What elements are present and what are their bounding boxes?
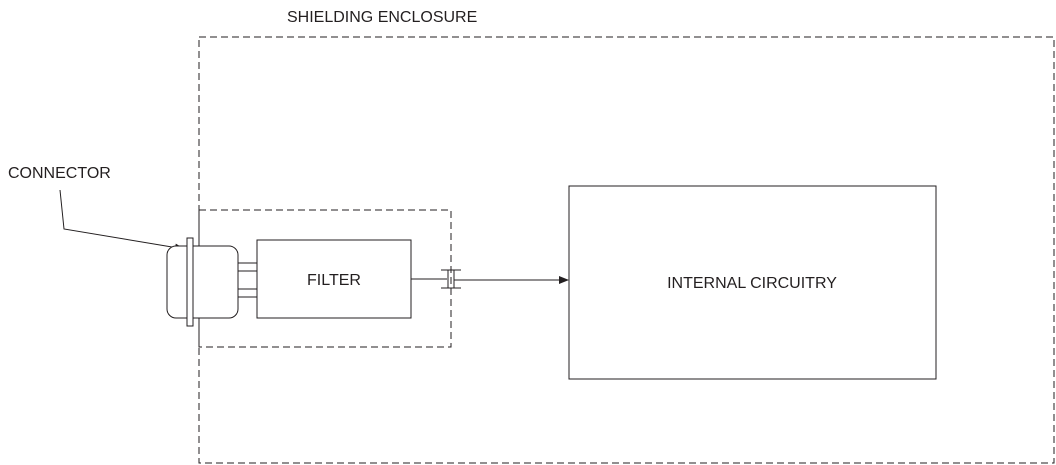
feedthrough-capacitor [441, 269, 461, 289]
connector-body [166, 245, 239, 319]
connector-pins [238, 262, 257, 298]
filter-label: FILTER [307, 272, 361, 289]
filter-box [256, 239, 412, 319]
connector-label: CONNECTOR [8, 165, 111, 182]
connector-flange [186, 237, 194, 327]
internal-circuitry-box [568, 185, 937, 380]
internal-circuitry-label: INTERNAL CIRCUITRY [667, 275, 837, 292]
connector-leader-arrow [59, 189, 185, 252]
shielding-enclosure-label: SHIELDING ENCLOSURE [287, 9, 477, 26]
